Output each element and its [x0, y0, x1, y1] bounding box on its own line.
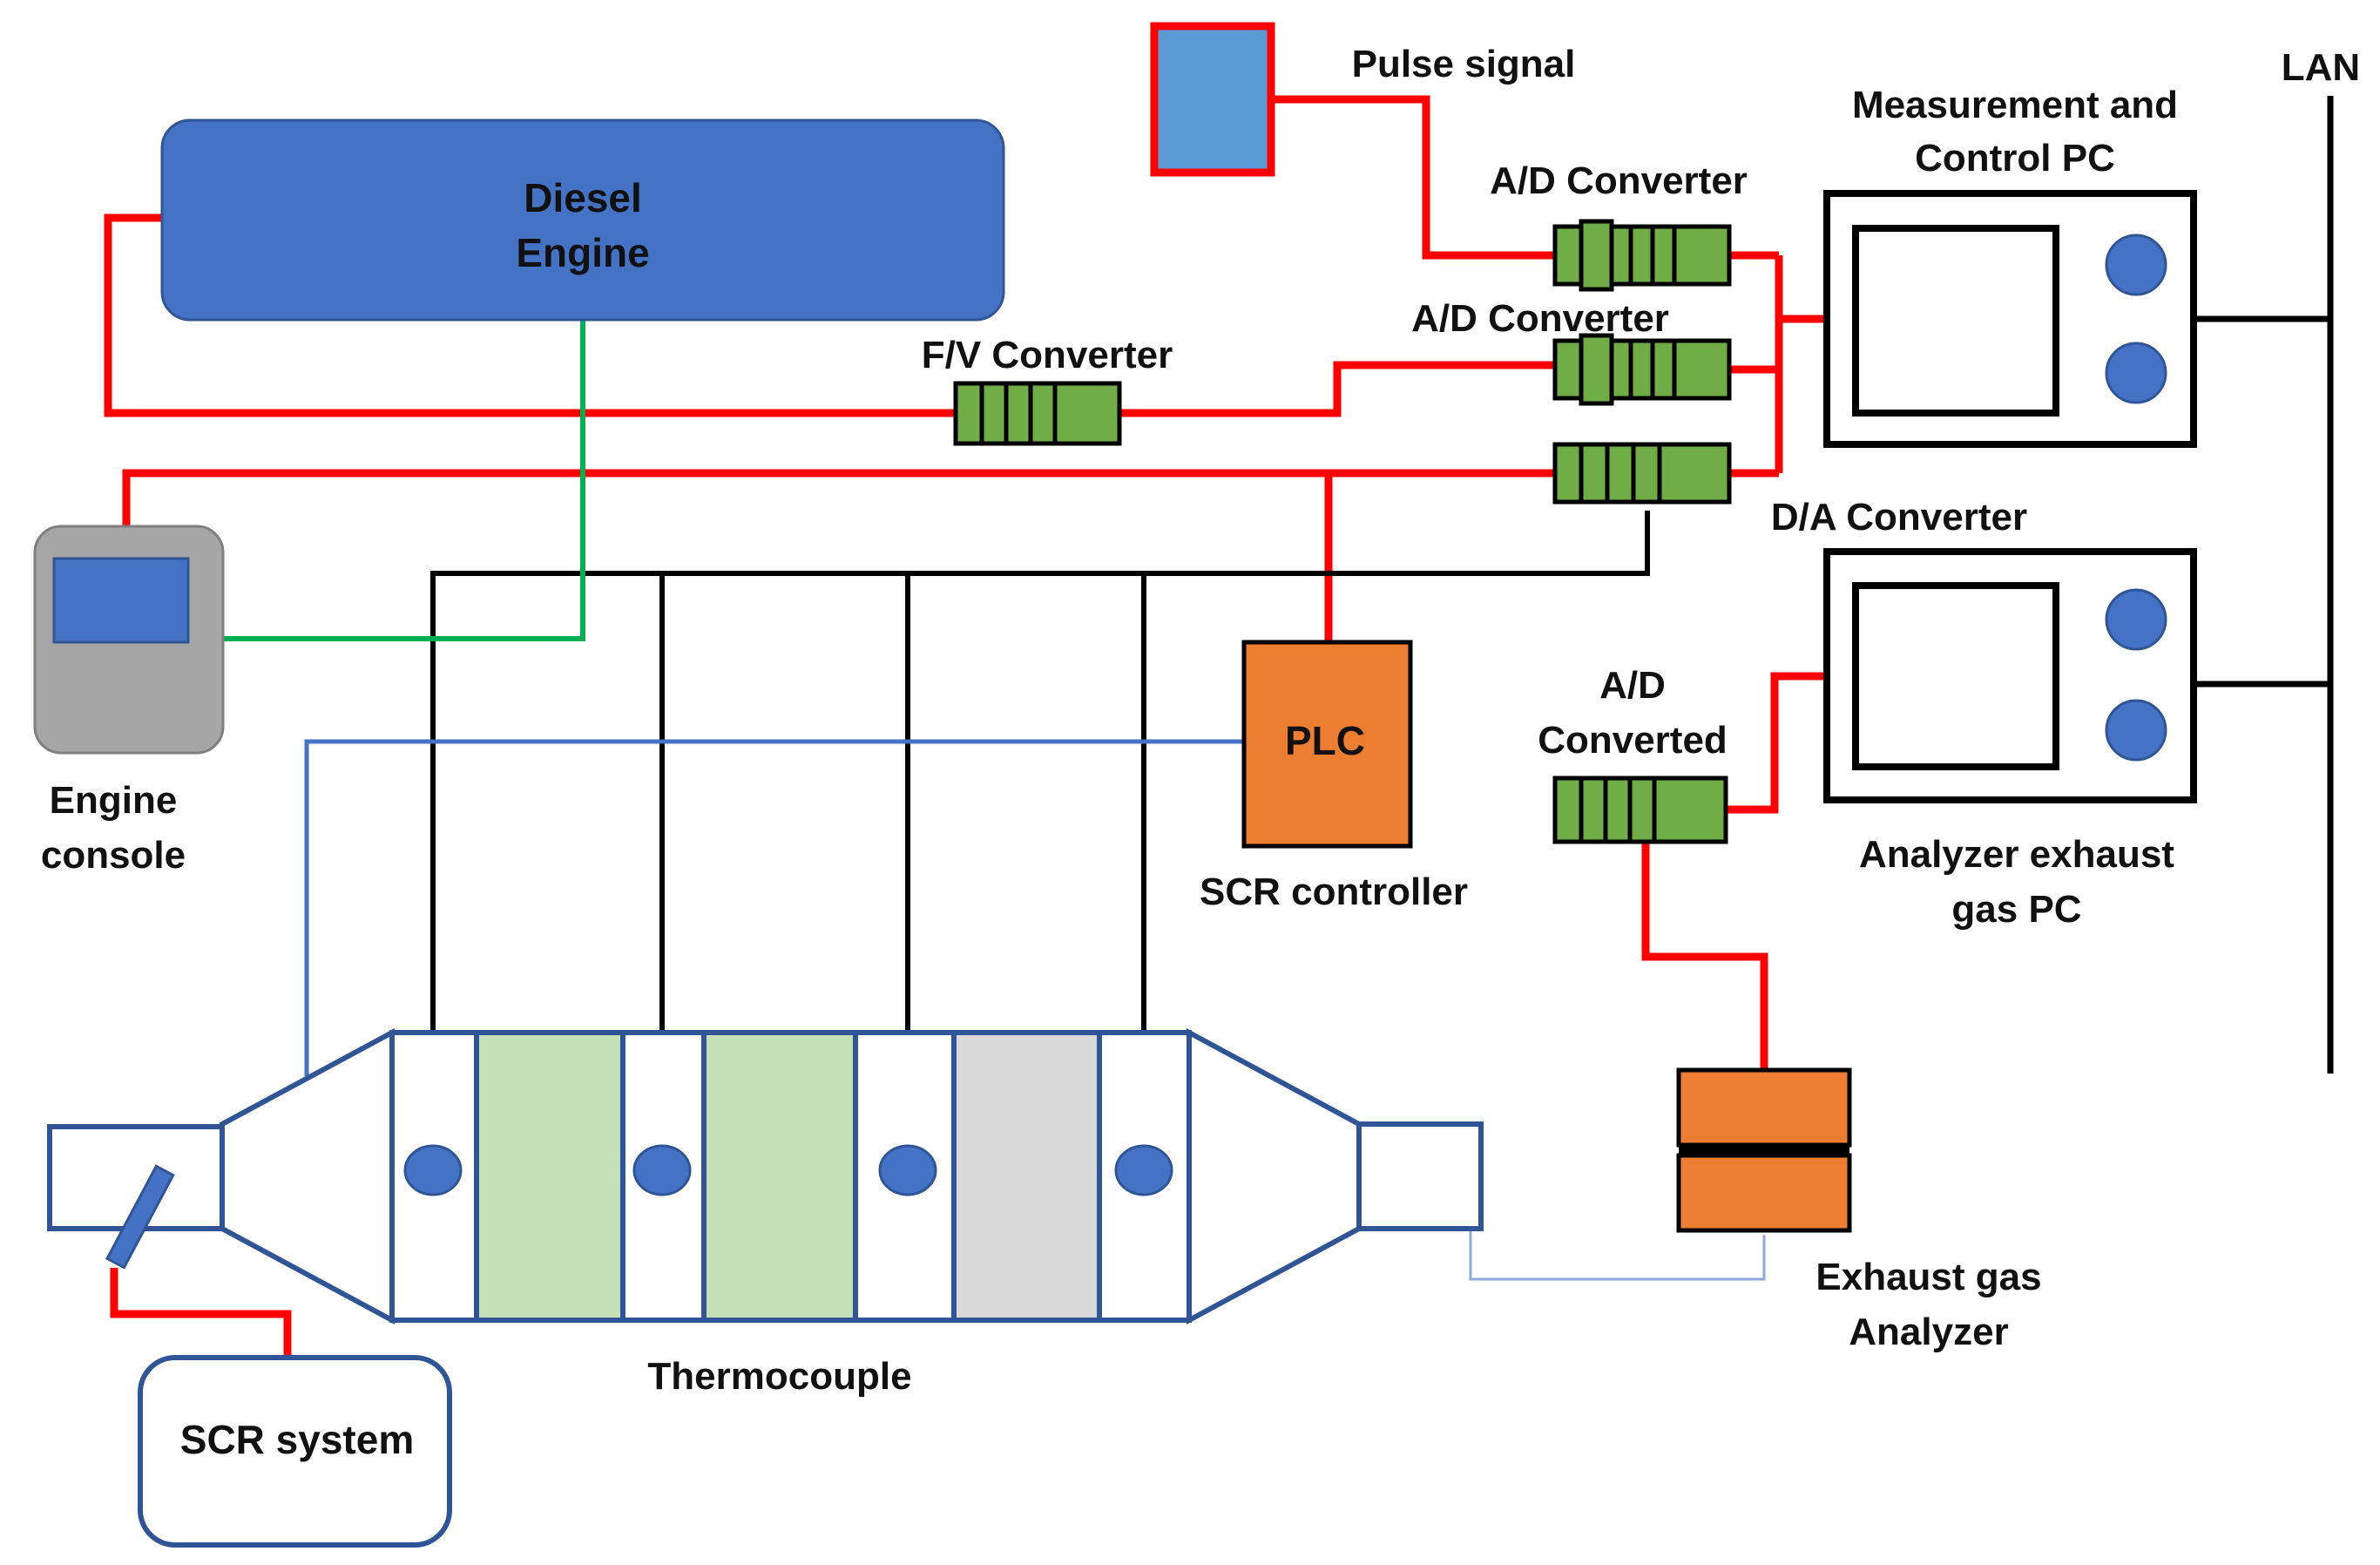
lan-label: LAN — [2282, 46, 2360, 89]
exhaust-analyzer-label-1: Exhaust gas — [1815, 1256, 2041, 1298]
measurement-pc-label-2: Control PC — [1915, 137, 2115, 180]
ad-converted-label-1: A/D — [1599, 664, 1666, 707]
engine-console-label-2: console — [41, 834, 186, 877]
red-signal-wires — [104, 95, 1827, 1358]
pulse-signal-source — [1150, 22, 1275, 177]
exhaust-gas-analyzer — [1676, 1067, 1852, 1233]
plc: PLC — [1241, 640, 1413, 849]
diesel-engine-label-1: Diesel — [524, 175, 642, 220]
ad-converter-top-label: A/D Converter — [1490, 159, 1748, 202]
lan-wires — [2194, 96, 2334, 1074]
thermocouple-label: Thermocouple — [647, 1355, 911, 1398]
scr-system: SCR system — [138, 1355, 452, 1548]
ad-converted-bottom — [1552, 776, 1728, 844]
engine-console-label-1: Engine — [50, 779, 178, 822]
urea-injector — [105, 1164, 175, 1270]
thermocouple-probe-1 — [403, 1144, 463, 1196]
diesel-engine-label-2: Engine — [516, 230, 649, 275]
exhaust-analyzer-label-2: Analyzer — [1849, 1311, 2008, 1353]
thermocouple-probes — [403, 1144, 1173, 1196]
engine-console-wire — [223, 320, 585, 641]
catalyst-section-3 — [951, 1030, 1102, 1323]
diesel-engine: Diesel Engine — [160, 119, 1005, 322]
ad-converter-top — [1552, 219, 1732, 292]
plc-label: PLC — [1285, 718, 1365, 763]
measurement-pc-label-1: Measurement and — [1852, 84, 2178, 126]
ad-converted-label-2: Converted — [1538, 719, 1728, 762]
thermocouple-probe-4 — [1114, 1144, 1173, 1196]
da-converter-label: D/A Converter — [1771, 496, 2027, 539]
pulse-signal-label: Pulse signal — [1352, 43, 1576, 85]
catalyst-section-2 — [701, 1030, 858, 1323]
analyzer-pc-label-2: gas PC — [1951, 888, 2081, 931]
measurement-control-pc — [1823, 190, 2197, 448]
scr-system-label: SCR system — [180, 1417, 414, 1462]
thermocouple-probe-2 — [632, 1144, 692, 1196]
thermocouple-probe-3 — [878, 1144, 937, 1196]
scr-controller-label: SCR controller — [1200, 871, 1468, 913]
analyzer-exhaust-gas-pc — [1823, 548, 2197, 803]
analyzer-pc-label-1: Analyzer exhaust — [1859, 833, 2174, 876]
catalyst-section-1 — [474, 1030, 625, 1323]
da-converter — [1552, 442, 1732, 505]
plc-to-scr-wire — [304, 739, 1244, 1076]
fv-converter — [953, 381, 1122, 446]
fv-converter-label: F/V Converter — [922, 334, 1173, 376]
engine-console — [33, 525, 225, 755]
ad-converter-mid — [1552, 333, 1732, 406]
exhaust-reactor — [47, 1027, 1484, 1325]
ad-converter-mid-label: A/D Converter — [1411, 297, 1669, 340]
